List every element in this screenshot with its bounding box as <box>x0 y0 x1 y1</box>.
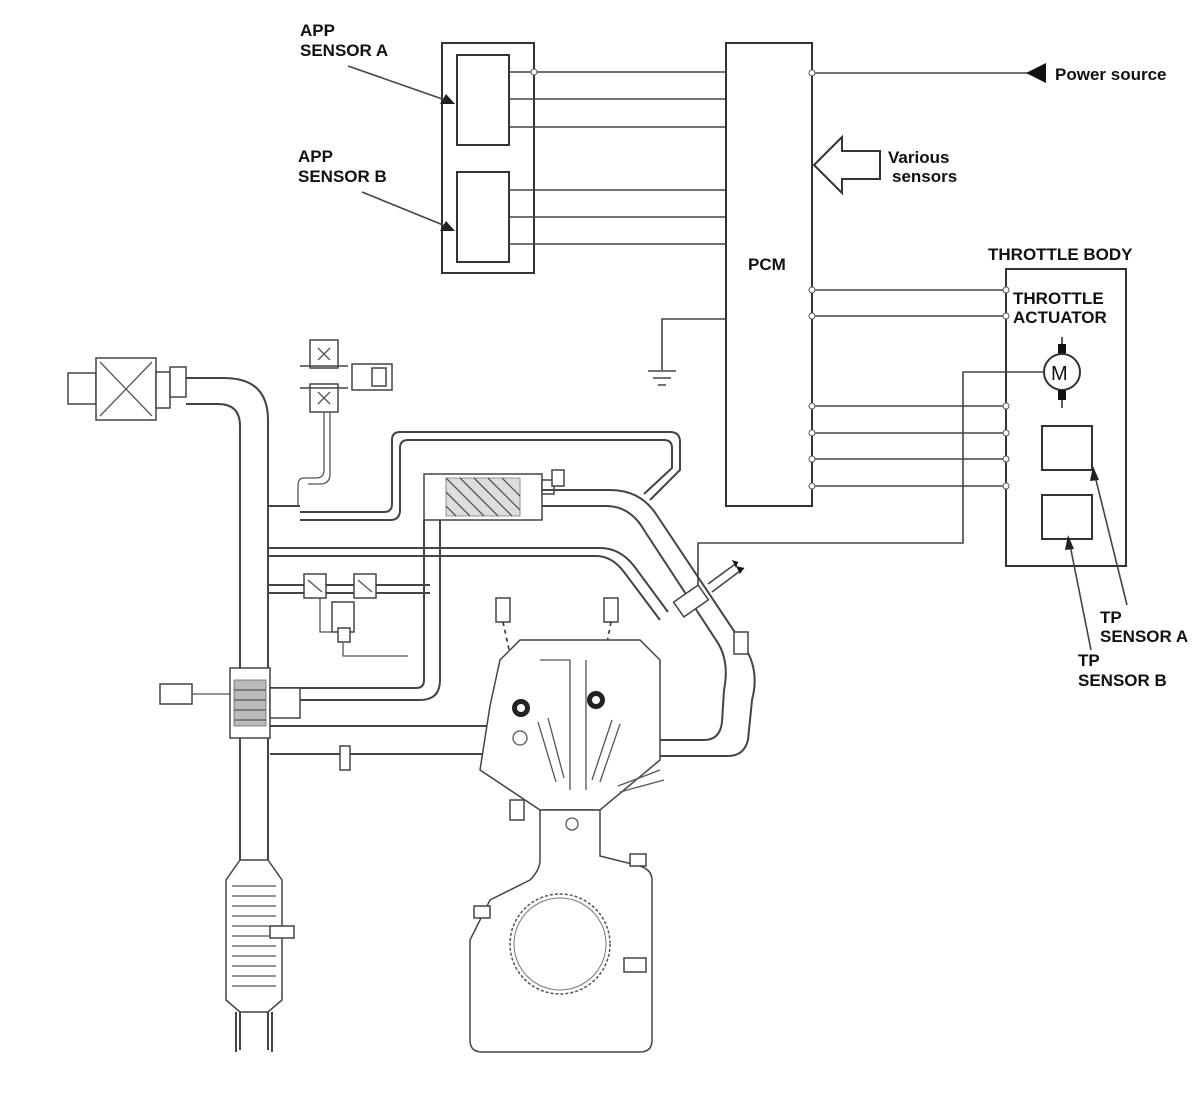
tp-sensor-b-line2: SENSOR B <box>1078 671 1167 690</box>
canister-icon <box>423 469 565 521</box>
throttle-body: THROTTLE BODY THROTTLE ACTUATOR M <box>988 245 1133 567</box>
app-sensor-b-box <box>456 171 510 263</box>
pcm-module: PCM <box>725 42 813 507</box>
cylinder-head-icon <box>479 639 665 821</box>
purge-valves-icon <box>303 573 408 657</box>
throttle-body-connector-icon <box>672 560 749 655</box>
app-sensor-b-line1: APP <box>298 147 333 166</box>
various-sensors-line1: Various <box>888 148 949 167</box>
various-sensors-line2: sensors <box>892 167 957 186</box>
motor-symbol: M <box>1051 363 1068 385</box>
various-sensors: Various sensors <box>812 134 957 196</box>
throttle-actuator-line2: ACTUATOR <box>1013 308 1107 327</box>
throttle-link-line <box>697 371 1044 598</box>
ground-icon <box>648 370 676 386</box>
app-sensor-b-label: APP SENSOR B <box>298 147 455 231</box>
ground <box>648 318 726 386</box>
app-sensor-a-box <box>456 54 510 146</box>
throttle-body-label: THROTTLE BODY <box>988 245 1133 264</box>
input-arrow-icon <box>812 134 881 196</box>
air-cleaner-icon <box>67 357 187 421</box>
tp-sensor-b-label: TP SENSOR B <box>1065 535 1167 690</box>
app-to-pcm-wiring <box>530 68 726 245</box>
tp-sensor-b-box <box>1041 494 1093 540</box>
tp-sensor-a-line1: TP <box>1100 608 1122 627</box>
solenoid-valve-icon <box>297 339 393 506</box>
app-sensor-a-line1: APP <box>300 21 335 40</box>
pcm-to-throttle-wiring <box>808 286 1010 490</box>
tp-sensor-a-label: TP SENSOR A <box>1090 466 1188 646</box>
pcm-label: PCM <box>748 255 786 274</box>
power-source: Power source <box>808 63 1167 84</box>
app-sensor-a-line2: SENSOR A <box>300 41 388 60</box>
app-sensor-assembly <box>441 42 535 274</box>
egr-valve-icon <box>159 667 301 739</box>
tp-sensor-b-line1: TP <box>1078 651 1100 670</box>
power-source-arrow-icon <box>1026 63 1046 83</box>
motor-icon: M <box>1043 337 1081 408</box>
app-sensor-a-label: APP SENSOR A <box>300 21 455 104</box>
tp-sensor-a-box <box>1041 425 1093 471</box>
engine-schematic <box>67 339 756 1053</box>
catalytic-converter-icon <box>225 859 295 1052</box>
throttle-actuator-line1: THROTTLE <box>1013 289 1104 308</box>
power-source-label: Power source <box>1055 65 1167 84</box>
app-sensor-b-line2: SENSOR B <box>298 167 387 186</box>
tp-sensor-a-line2: SENSOR A <box>1100 627 1188 646</box>
engine-block-icon <box>469 809 653 1053</box>
